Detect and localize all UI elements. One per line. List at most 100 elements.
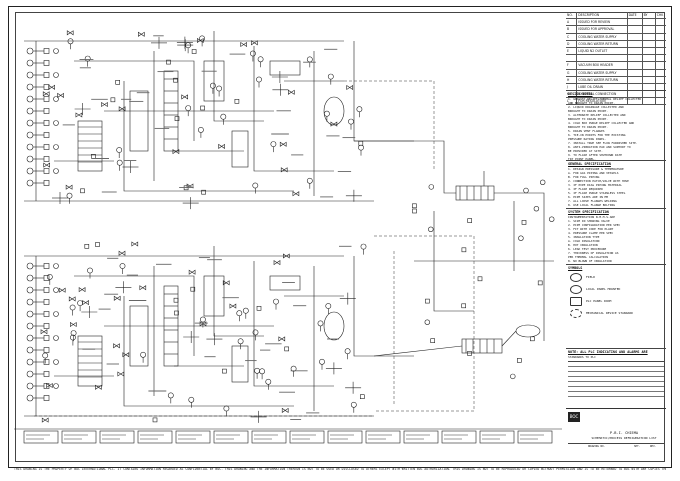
note-line: BROUGHT TO DRAIN POINT. <box>568 117 609 121</box>
instrument-bubble <box>199 316 206 323</box>
legend-item-label: FIELD <box>586 275 596 279</box>
instrument-bubble <box>26 298 34 306</box>
revision-cell <box>643 98 656 105</box>
gate-valve <box>40 329 48 335</box>
gate-valve <box>41 417 49 423</box>
revision-cell <box>628 91 643 98</box>
instrument-bubble <box>53 168 59 174</box>
fitting <box>84 244 90 249</box>
note-line: B. HOT INSULATION <box>568 243 598 247</box>
note-line: AND BROUGHT TO DRAIN POINT. <box>568 101 615 105</box>
instrument-bubble <box>319 358 325 365</box>
drawing-title: SCHEMATIC/PROCESS REFRIGERATION LIST <box>591 436 657 440</box>
system-spec-title: SYSTEM SPECIFICATION <box>568 210 609 214</box>
equipment-tag-box <box>517 430 553 444</box>
valve-body <box>43 156 50 162</box>
gate-valve <box>82 300 89 306</box>
revision-cell <box>628 76 643 83</box>
instrument-bubble <box>325 303 332 309</box>
note-line: BROUGHT TO DRAIN POINT. <box>568 125 609 129</box>
note-line: 1. GRAVITY RELIEF/THERMAL RELIEF COLLECT… <box>568 97 642 101</box>
rev-label: REV. <box>650 445 657 448</box>
revision-cell: COOLING WATER RETURN <box>577 40 628 47</box>
general-spec-notes: GENERAL SPECIFICATION 1. DESIGN PRESSURE… <box>566 160 666 207</box>
rev-col-no: NO. <box>566 12 578 19</box>
instrument-bubble <box>26 274 34 282</box>
note-line: 7. ALL LOOSE FLANGES WELDING <box>568 199 617 203</box>
note-line: 6. LEAK TEST PROCEDURE <box>568 247 607 251</box>
rev-col-by: BY <box>643 12 656 19</box>
instrument-bubble <box>53 335 59 341</box>
legend-item-label: PLC PANEL ROOM <box>586 299 612 303</box>
legend-item: FIELD <box>570 271 666 283</box>
instrument-bubble <box>265 378 272 385</box>
instrument-bubble <box>53 72 59 78</box>
fitting <box>477 276 483 282</box>
system-spec-notes: SYSTEM SPECIFICATION INSTRUMENTATION N.M… <box>566 208 666 263</box>
pipe-line <box>353 256 414 357</box>
instrument-bubble <box>188 396 195 403</box>
gate-valve <box>281 407 289 413</box>
revision-cell <box>628 47 643 55</box>
instrument-bubble <box>185 105 192 111</box>
gate-valve <box>69 321 77 328</box>
receiver-vessel <box>323 96 345 126</box>
gate-valve <box>251 40 258 46</box>
rev-col-description: DESCRIPTION <box>577 12 628 19</box>
revision-cell <box>656 77 666 83</box>
instrument-bubble <box>84 55 91 62</box>
note-line: A. FOR GAS PIPING AND VESSELS <box>568 171 619 175</box>
instrument-bubble <box>428 184 434 190</box>
equipment-tag-box <box>137 430 173 444</box>
note-line: 2. CONNECTION PATCH/VALVE WITH HOSE <box>568 179 629 183</box>
instrument-bubble <box>116 159 123 166</box>
drawing-sheet-border <box>8 6 672 468</box>
instrument-bubble <box>539 179 546 186</box>
valve-body <box>43 347 50 353</box>
revision-cell <box>577 55 628 62</box>
revision-cell: A <box>566 19 578 26</box>
instrument-bubble <box>53 287 59 293</box>
pipe-line <box>373 345 463 357</box>
gate-valve <box>138 31 145 37</box>
legend-item-label: MECHANICAL DEVICE STANDARD <box>586 311 633 315</box>
revision-cell <box>643 19 656 26</box>
instrument-bubble <box>26 143 34 151</box>
proprietary-disclaimer: THIS DRAWING IS THE PROPERTY OF BOC INTE… <box>14 467 666 471</box>
sheet-label: SHT. <box>634 445 641 448</box>
equipment-tag-box <box>99 430 135 444</box>
instrument-bubble <box>26 119 34 127</box>
instrument-bubble-icon <box>570 308 582 318</box>
heat-exchanger <box>203 60 225 102</box>
instrument-bubble <box>53 359 59 365</box>
note-line: 9. TO FLASH AFTER SHUTDOWN DATE <box>568 153 622 157</box>
design-notes: DESIGN NOTES 1. GRAVITY RELIEF/THERMAL R… <box>566 90 666 161</box>
gate-valve <box>279 141 287 147</box>
instrument-bubble <box>306 56 313 63</box>
valve-body <box>43 48 50 54</box>
note-line: 7. INSTALL TRUE SEE FLOW FURNISHED SITE. <box>568 141 638 145</box>
lower-refrigeration-train <box>14 241 562 444</box>
gate-valve <box>118 106 126 112</box>
revision-cell <box>643 33 656 40</box>
pipe-line <box>253 261 334 387</box>
instrument-bubble <box>46 273 53 280</box>
instrument-bubble <box>53 48 59 54</box>
instrument-bubble <box>26 334 34 342</box>
column-vessel <box>163 70 179 152</box>
instrument-bubble <box>237 338 244 345</box>
fitting <box>201 189 206 195</box>
instrument-bubble <box>242 307 249 314</box>
equipment-tag-box <box>365 430 401 444</box>
valve-body <box>43 299 50 305</box>
gate-valve <box>346 84 354 91</box>
note-line: A. COLD INSULATION <box>568 239 600 243</box>
compressor-vessel <box>77 335 103 387</box>
valve-body <box>43 144 50 150</box>
pipe-line <box>353 41 414 142</box>
title-block: BOC P.B.I. CHIEMA SCHEMATIC/PROCESS REFR… <box>566 408 666 461</box>
gate-valve <box>139 285 147 291</box>
